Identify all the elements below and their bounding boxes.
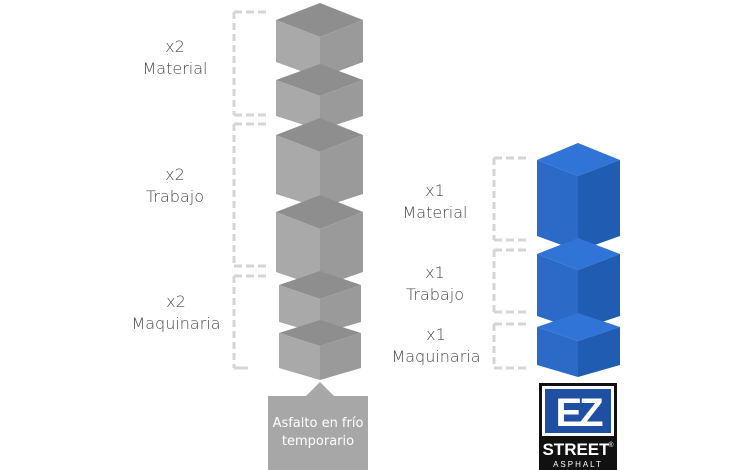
blue-cube	[537, 143, 620, 251]
gray-cube	[276, 64, 363, 130]
left-maquinaria-count: x2	[166, 292, 186, 311]
right-label-trabajo: x1 Trabajo	[390, 262, 480, 306]
left-stack	[276, 3, 363, 396]
gray-cube	[276, 118, 363, 208]
caption-line1: Asfalto en frío	[272, 416, 364, 431]
right-label-maquinaria: x1 Maquinaria	[384, 324, 488, 368]
gray-cube	[279, 320, 361, 380]
caption-pointer	[306, 382, 334, 396]
logo-name: STREET	[542, 440, 610, 459]
left-material-name: Material	[142, 59, 208, 78]
right-trabajo-count: x1	[425, 263, 445, 282]
blue-cube	[537, 313, 620, 377]
caption-line2: temporario	[281, 434, 355, 449]
left-brackets	[232, 10, 268, 370]
caption-box: Asfalto en frío temporario	[268, 396, 368, 470]
logo-tagline: ASPHALT	[553, 460, 603, 469]
gray-cube	[279, 271, 361, 334]
left-maquinaria-name: Maquinaria	[131, 314, 221, 333]
logo-registered: ®	[608, 441, 614, 449]
right-maquinaria-count: x1	[426, 325, 446, 344]
gray-cube	[276, 195, 363, 287]
right-material-name: Material	[402, 203, 468, 222]
right-maquinaria-name: Maquinaria	[391, 347, 481, 366]
left-material-count: x2	[165, 37, 185, 56]
left-label-material: x2 Material	[130, 36, 220, 80]
left-label-trabajo: x2 Trabajo	[130, 164, 220, 208]
right-material-count: x1	[425, 181, 445, 200]
right-brackets	[492, 156, 530, 370]
right-label-material: x1 Material	[390, 180, 480, 224]
gray-cube	[276, 3, 363, 78]
left-trabajo-name: Trabajo	[146, 187, 204, 206]
left-label-maquinaria: x2 Maquinaria	[124, 291, 228, 335]
ez-street-logo: EZ STREET ® ASPHALT	[539, 383, 617, 470]
right-trabajo-name: Trabajo	[406, 285, 464, 304]
left-trabajo-count: x2	[165, 165, 185, 184]
logo-mark: EZ	[555, 391, 603, 435]
right-stack	[537, 143, 620, 377]
blue-cube	[537, 238, 620, 330]
